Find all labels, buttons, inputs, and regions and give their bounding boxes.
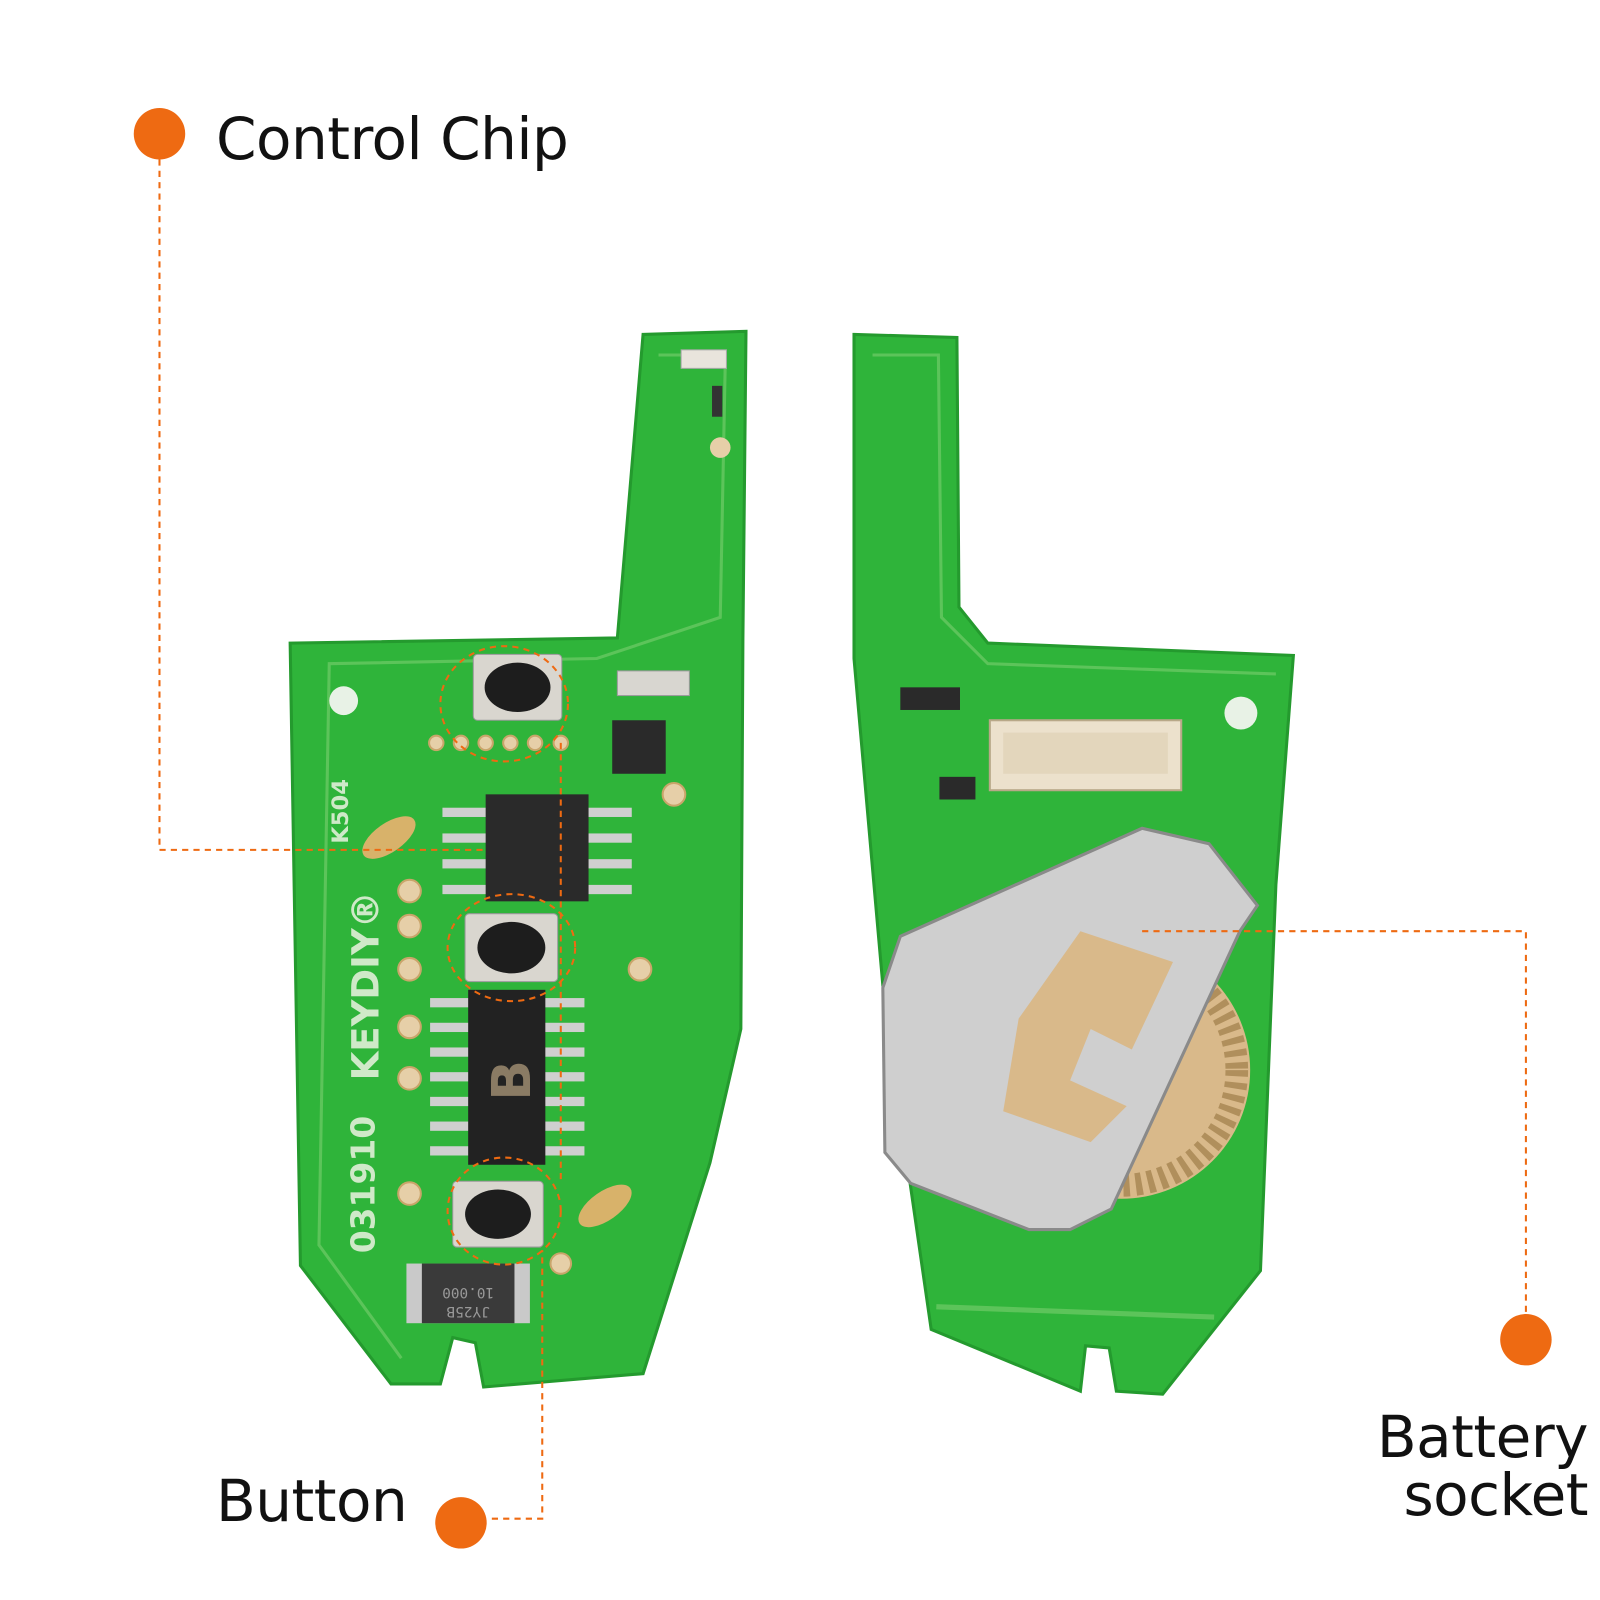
encoder-chip: B bbox=[430, 989, 585, 1165]
tact-switch bbox=[452, 1180, 544, 1248]
pcb-brand-logo: KEYDIY® bbox=[345, 891, 388, 1080]
tact-switch bbox=[464, 913, 559, 983]
callout-lines bbox=[158, 159, 1527, 1520]
front-pcb: B 10.000 JY25B K504 KEYDIY® 031910 bbox=[288, 329, 748, 1389]
callout-marker-button bbox=[435, 1497, 487, 1549]
control-chip bbox=[442, 794, 632, 902]
tact-switch bbox=[472, 653, 563, 721]
button-label: Button bbox=[216, 1467, 408, 1535]
battery-socket-label-line1: Battery bbox=[1376, 1403, 1589, 1471]
mount-hole bbox=[329, 686, 359, 716]
crystal: 10.000 JY25B bbox=[406, 1263, 530, 1324]
connector bbox=[988, 719, 1183, 792]
control-chip-label: Control Chip bbox=[216, 105, 569, 173]
back-pcb bbox=[852, 332, 1296, 1396]
callout-marker-control-chip bbox=[133, 108, 186, 160]
crystal-marking-bottom: JY25B bbox=[447, 1303, 490, 1319]
chip-letter: B bbox=[480, 1060, 543, 1101]
callout-marker-battery-socket bbox=[1500, 1313, 1552, 1366]
crystal-marking-top: 10.000 bbox=[442, 1284, 494, 1300]
pcb-model-marking: K504 bbox=[328, 779, 354, 844]
battery-socket bbox=[881, 826, 1260, 1232]
mount-hole bbox=[1224, 696, 1258, 730]
battery-socket-label: Battery socket bbox=[1376, 1403, 1589, 1529]
pcb-date-code: 031910 bbox=[344, 1116, 383, 1253]
battery-socket-label-line2: socket bbox=[1403, 1461, 1588, 1529]
